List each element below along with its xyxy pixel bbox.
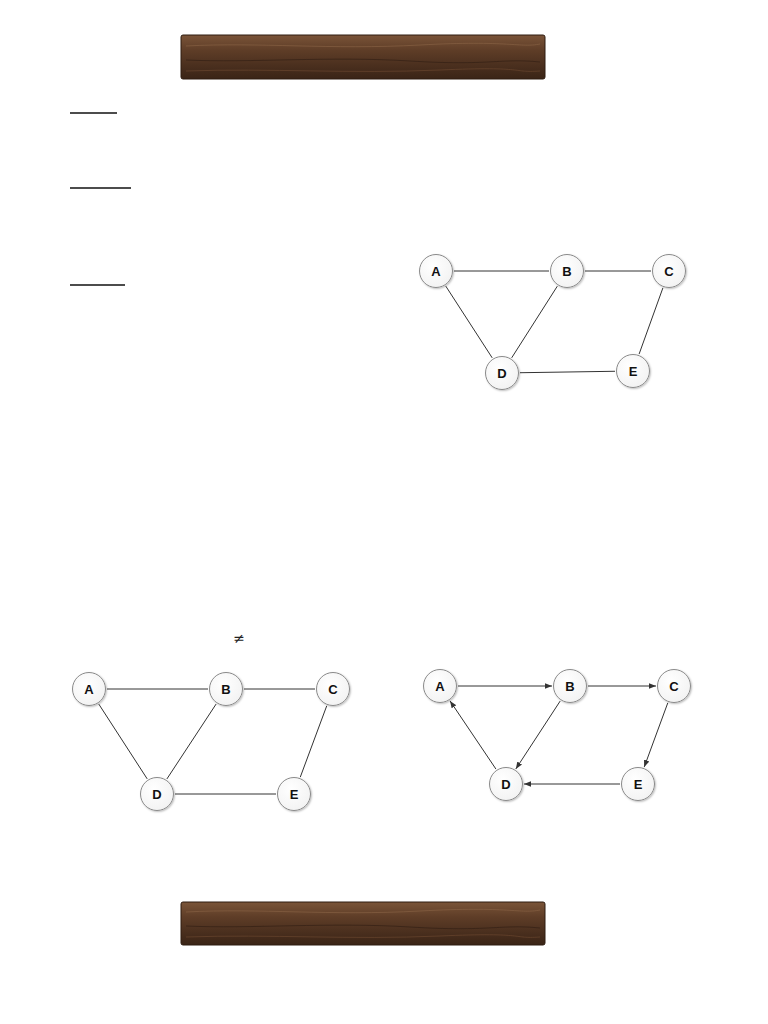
heading-underline: [70, 113, 131, 285]
graph-edge: [446, 286, 492, 358]
footer-bar: [181, 902, 545, 945]
vertex-label: D: [152, 788, 161, 801]
graph-edge: [454, 271, 549, 272]
graph-vertex: E: [621, 767, 655, 801]
graph-edge: [175, 794, 276, 795]
graph-vertex: D: [140, 777, 174, 811]
graph-vertex: A: [72, 672, 106, 706]
graph-vertex: A: [423, 669, 457, 703]
graph-vertex: C: [657, 669, 691, 703]
graph-edge: [107, 689, 208, 690]
vertex-label: C: [328, 683, 337, 696]
graph-vertex: D: [489, 767, 523, 801]
graph-edge: [167, 704, 216, 779]
vertex-label: B: [565, 680, 574, 693]
directed-edge: [458, 686, 552, 687]
graph-vertex: E: [616, 354, 650, 388]
graph-vertex: C: [652, 254, 686, 288]
graph-edge: [512, 286, 558, 358]
vertex-label: C: [669, 680, 678, 693]
graph-edge: [639, 288, 663, 354]
vertex-label: B: [562, 265, 571, 278]
graph-edge: [244, 689, 315, 690]
graph-vertex: D: [485, 356, 519, 390]
graph-vertex: B: [209, 672, 243, 706]
graph-vertex: A: [419, 254, 453, 288]
directed-edge: [450, 701, 496, 769]
graph-vertex: B: [553, 669, 587, 703]
vertex-label: E: [634, 778, 643, 791]
graph-vertex: E: [277, 777, 311, 811]
graph-vertex: C: [316, 672, 350, 706]
directed-edge: [524, 784, 620, 785]
vertex-label: B: [221, 683, 230, 696]
vertex-label: D: [501, 778, 510, 791]
vertex-label: A: [431, 265, 440, 278]
directed-edge: [516, 701, 560, 769]
header-bar: [181, 35, 545, 79]
vertex-label: A: [84, 683, 93, 696]
graph-vertex: B: [550, 254, 584, 288]
vertex-label: A: [435, 680, 444, 693]
inequality-sign: ≠: [233, 631, 245, 645]
vertex-label: E: [290, 788, 299, 801]
vertex-label: C: [664, 265, 673, 278]
graph-edge: [585, 271, 651, 272]
directed-edge: [588, 686, 656, 687]
graph-edge: [99, 704, 147, 779]
directed-edge: [644, 703, 668, 767]
vertex-label: D: [497, 367, 506, 380]
vertex-label: E: [629, 365, 638, 378]
graph-edge: [300, 706, 326, 777]
graph-edge: [520, 371, 615, 372]
